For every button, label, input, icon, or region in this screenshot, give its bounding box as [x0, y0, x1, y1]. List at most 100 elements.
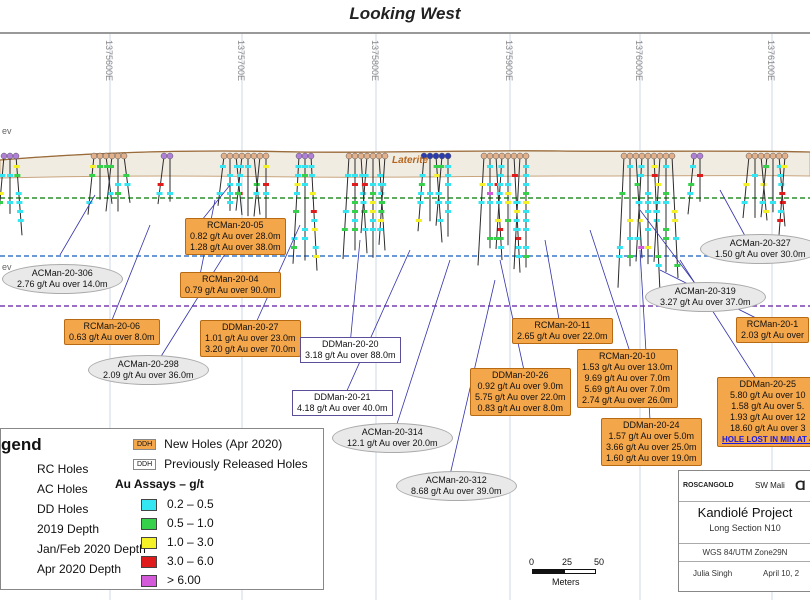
hole-collar [295, 152, 303, 160]
assay-interval [514, 210, 521, 213]
hole-collar [90, 152, 98, 160]
assay-interval [227, 174, 233, 177]
assay-interval [663, 237, 669, 240]
assay-interval [759, 201, 766, 204]
scale-unit: Meters [552, 577, 580, 587]
assay-interval [496, 201, 503, 204]
callout-hole-name: RCMan-20-10 [599, 351, 656, 361]
hole-collar [656, 152, 664, 160]
callout-hole-name: DDMan-20-21 [314, 392, 371, 402]
assay-interval [290, 246, 297, 249]
callout-assay-line: 1.60 g/t Au over 19.0m [606, 453, 697, 463]
hole-collar [262, 152, 270, 160]
assay-interval [370, 219, 376, 222]
hole-collar [256, 152, 264, 160]
hole-collar [250, 152, 258, 160]
assay-interval [645, 210, 651, 213]
title-block: ROSCANGOLD SW Mali Ɑ Kandiolé Project Lo… [678, 470, 810, 592]
drill-hole [292, 155, 300, 264]
hole-collar [357, 152, 365, 160]
assay-interval [115, 192, 121, 195]
assay-interval [687, 192, 694, 195]
assay-interval [511, 174, 518, 177]
assay-interval [362, 174, 369, 177]
assay-interval [380, 183, 387, 186]
callout-assay-line: 8.68 g/t Au over 39.0m [411, 486, 502, 496]
hole-collar [668, 152, 676, 160]
assay-interval [302, 228, 308, 231]
scale-tick-50: 50 [594, 557, 605, 567]
callout-assay-line: 1.57 g/t Au over 5.0m [608, 431, 695, 441]
assay-label: 0.5 – 1.0 [167, 516, 214, 530]
new-holes-label: New Holes (Apr 2020) [164, 437, 283, 451]
assay-interval [777, 210, 784, 213]
assay-interval [7, 201, 13, 204]
assay-interval [655, 264, 662, 267]
assay-interval [17, 210, 24, 213]
assay-interval [645, 201, 651, 204]
assay-interval [760, 183, 767, 186]
hole-collar [769, 152, 777, 160]
assay-interval [445, 210, 451, 213]
hole-collar [757, 152, 765, 160]
scale-tick-25: 25 [562, 557, 573, 567]
drill-hole [15, 155, 23, 236]
hole-collar [244, 152, 252, 160]
assay-interval [505, 192, 511, 195]
assay-interval [342, 210, 349, 213]
assay-interval [216, 192, 223, 195]
assay-interval [302, 183, 308, 186]
easting-label: 1376100E [766, 40, 776, 81]
assay-interval [302, 174, 308, 177]
assay-interval [233, 165, 240, 168]
assay-interval [433, 165, 440, 168]
assay-swatch [141, 498, 157, 511]
assay-interval [638, 246, 645, 249]
old-holes-tag: DDH [133, 459, 157, 471]
assay-interval [370, 228, 376, 231]
hole-collar [498, 152, 506, 160]
callout-assay-line: 3.18 g/t Au over 88.0m [305, 350, 396, 360]
callout-assay-line: 3.27 g/t Au over 37.0m [660, 297, 751, 307]
drill-hole [157, 155, 165, 205]
assay-interval [627, 165, 633, 168]
assay-interval [637, 174, 644, 177]
assay-interval [497, 174, 504, 177]
assay-label: 0.2 – 0.5 [167, 497, 214, 511]
assay-interval [361, 210, 368, 213]
hole-collar [375, 152, 383, 160]
assay-interval [690, 165, 697, 168]
assay-interval [478, 201, 485, 204]
assay-interval [291, 237, 298, 240]
assay-interval [627, 237, 633, 240]
assay-interval [89, 174, 96, 177]
assay-interval [352, 183, 358, 186]
easting-label: 1375900E [504, 40, 514, 81]
assay-interval [516, 255, 523, 258]
assay-interval [311, 228, 318, 231]
assay-interval [309, 192, 316, 195]
hole-collar [351, 152, 359, 160]
assay-interval [295, 165, 302, 168]
hole-collar [120, 152, 128, 160]
drill-hole [360, 155, 368, 254]
hole-collar [492, 152, 500, 160]
legend: gend RC Holes AC Holes DD Holes 2019 Dep… [0, 428, 324, 590]
legend-dd-holes: DD Holes [37, 502, 89, 516]
drill-hole [123, 155, 131, 203]
assay-interval [523, 228, 529, 231]
legend-ac-holes: AC Holes [37, 482, 88, 496]
assay-interval [763, 210, 770, 213]
assay-interval [497, 183, 504, 186]
callout-assay-line: 4.18 g/t Au over 40.0m [297, 403, 388, 413]
hole-collar [644, 152, 652, 160]
assay-interval [654, 201, 661, 204]
hole-collar [301, 152, 309, 160]
scale-bar-dark [532, 569, 564, 574]
